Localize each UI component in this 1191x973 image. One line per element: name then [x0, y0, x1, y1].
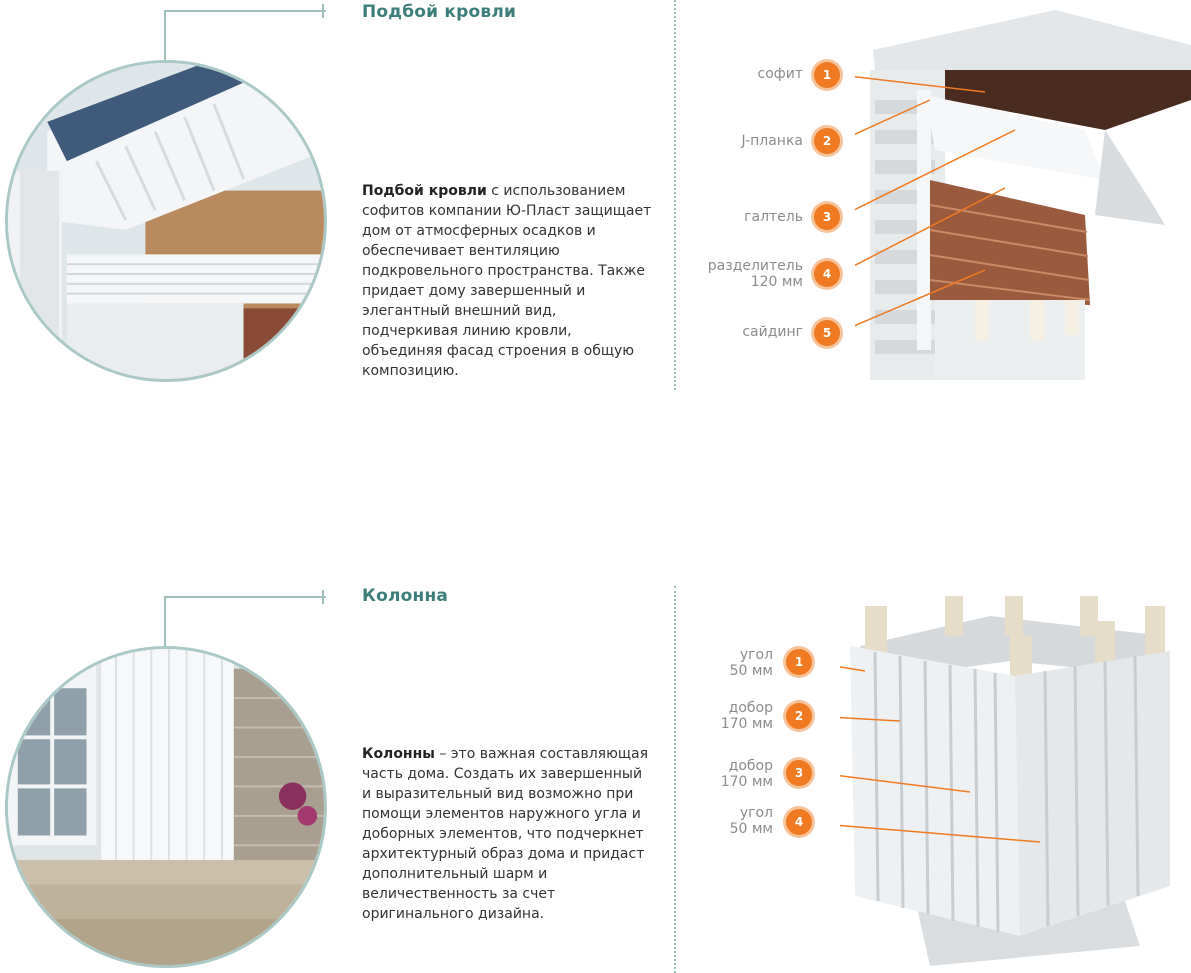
- title-connector-line: [164, 10, 326, 72]
- callout-badge-5: 5: [814, 320, 840, 346]
- column-description: Колонны – это важная составляющая часть …: [362, 744, 652, 924]
- callout-label-corner-top: угол 50 мм: [729, 647, 773, 679]
- column-divider: [674, 0, 676, 390]
- roof-structure-illustration: [855, 10, 1191, 380]
- callout-label-fillet: галтель: [744, 209, 803, 225]
- roof-description: Подбой кровли с использованием софитов к…: [362, 181, 652, 381]
- callout-badge-1: 1: [814, 62, 840, 88]
- callout-label-separator: разделитель 120 мм: [707, 258, 803, 290]
- column-photo: [5, 646, 327, 968]
- roof-soffit-photo-illustration: [8, 63, 324, 379]
- connector-tick: [322, 590, 324, 604]
- callout-badge-2: 2: [786, 703, 812, 729]
- callout-label-filler-bottom: добор 170 мм: [720, 758, 773, 790]
- roof-structure-diagram: [855, 0, 1191, 390]
- callout-badge-3: 3: [786, 760, 812, 786]
- column-structure-diagram: [840, 596, 1191, 973]
- callout-badge-1: 1: [786, 649, 812, 675]
- column-structure-illustration: [840, 596, 1170, 966]
- callout-badge-4: 4: [814, 261, 840, 287]
- column-section: Колонна: [0, 486, 1191, 973]
- callout-label-corner-bottom: угол 50 мм: [729, 805, 773, 837]
- section-title-column: Колонна: [362, 586, 449, 606]
- callout-badge-3: 3: [814, 204, 840, 230]
- callout-label-j-trim: J-планка: [741, 133, 803, 149]
- callout-label-siding: сайдинг: [742, 324, 803, 340]
- roof-photo: [5, 60, 327, 382]
- callout-badge-2: 2: [814, 128, 840, 154]
- callout-badge-4: 4: [786, 809, 812, 835]
- callout-label-filler-top: добор 170 мм: [720, 700, 773, 732]
- column-description-text: – это важная составляющая часть дома. Со…: [362, 746, 649, 922]
- roof-section: Подбой кровли: [0, 0, 1191, 486]
- column-divider: [674, 586, 676, 973]
- title-connector-line: [164, 596, 326, 658]
- roof-description-bold: Подбой кровли: [362, 183, 487, 199]
- section-title-roof: Подбой кровли: [362, 2, 517, 22]
- connector-tick: [322, 4, 324, 18]
- roof-description-text: с использованием софитов компании Ю-Плас…: [362, 183, 652, 379]
- column-description-bold: Колонны: [362, 746, 435, 762]
- column-photo-illustration: [8, 649, 324, 965]
- callout-label-soffit: софит: [757, 66, 804, 82]
